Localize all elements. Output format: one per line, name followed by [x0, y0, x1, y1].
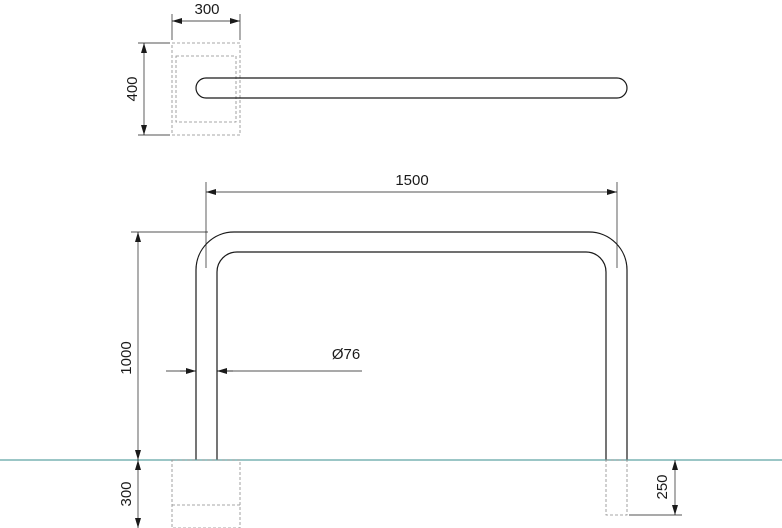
rail-inner: [216, 251, 607, 460]
dim-label-top-width: 300: [194, 1, 219, 18]
dim-label-embed-depth: 300: [118, 481, 135, 506]
dim-label-right-embed: 250: [654, 474, 671, 499]
plan-view: 300 400: [124, 1, 628, 136]
left-footing: [171, 459, 241, 528]
dim-label-overall-width: 1500: [395, 172, 428, 189]
dim-label-height: 1000: [118, 341, 135, 374]
rail-outer: [195, 231, 628, 460]
plan-footing-outline: [171, 42, 241, 136]
plan-rail: [195, 77, 628, 99]
dim-label-diameter: Ø76: [332, 346, 360, 363]
plan-footing-inner: [175, 55, 237, 123]
dim-label-top-depth: 400: [124, 76, 141, 101]
right-footing: [605, 459, 628, 516]
elevation-view: 1500 1000 Ø76 300 250: [0, 172, 782, 528]
